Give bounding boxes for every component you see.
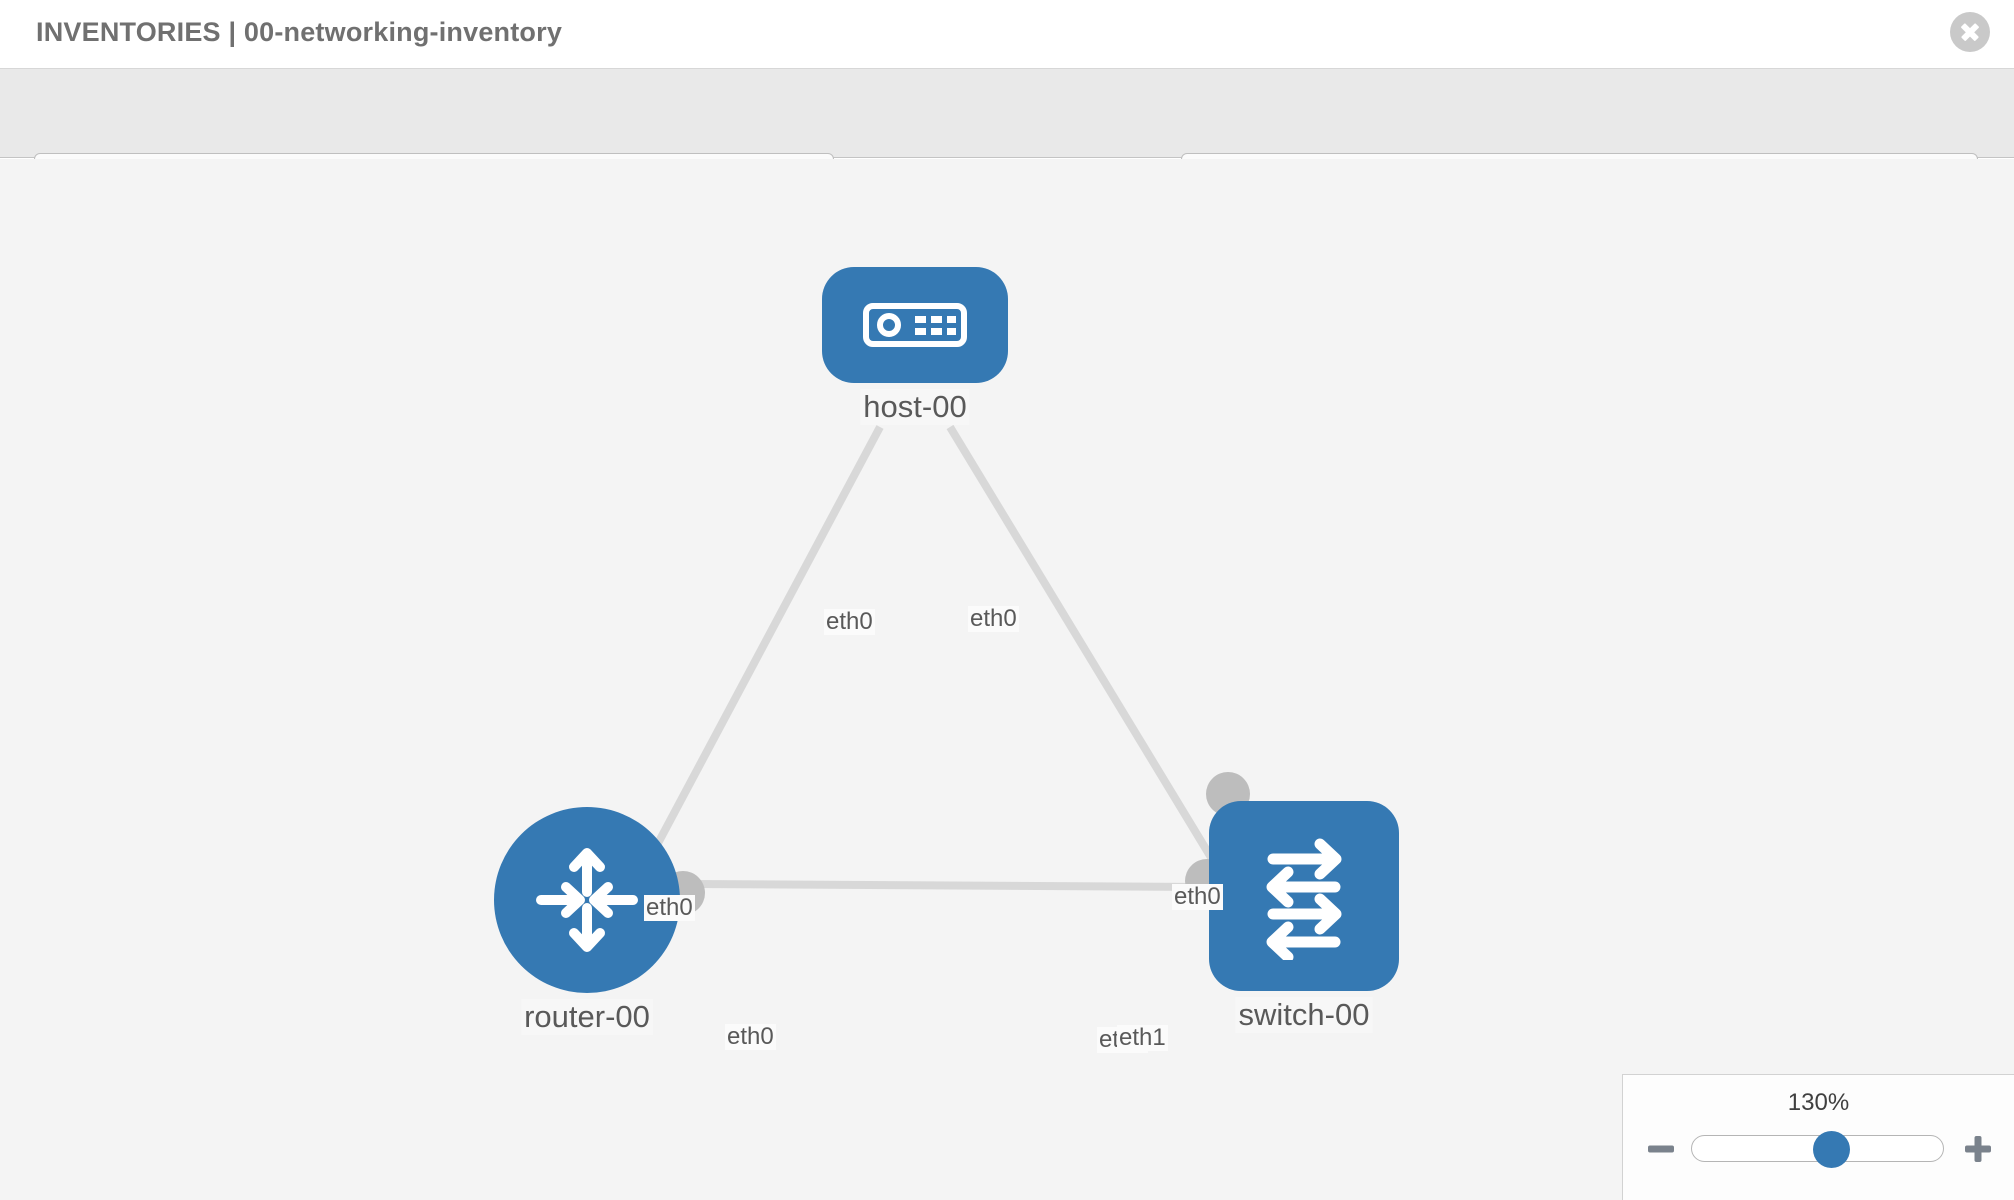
node-host-00[interactable]: host-00 (822, 267, 1008, 427)
edge-label-host-switch: eth0 (968, 605, 1019, 633)
node-label-router-00: router-00 (521, 999, 653, 1035)
node-label-host-00: host-00 (860, 389, 970, 425)
topology-canvas[interactable]: host-00 (0, 159, 2014, 1200)
topology-edges (636, 424, 1219, 891)
four-way-arrows-icon (536, 848, 638, 952)
node-switch-00[interactable]: switch-00 (1209, 801, 1399, 1047)
switch-node-shape[interactable] (1209, 801, 1399, 991)
node-router-00[interactable]: router-00 (494, 807, 680, 1047)
edge-label-host-router: eth0 (824, 608, 875, 636)
zoom-percent-label: 130% (1787, 1089, 1850, 1116)
close-icon[interactable] (1950, 12, 1990, 52)
zoom-slider-thumb[interactable] (1812, 1131, 1850, 1168)
node-label-switch-00: switch-00 (1235, 997, 1373, 1033)
edge-label-router-host: eth0 (644, 894, 695, 922)
edge-host-router (636, 425, 884, 879)
edge-router-switch (689, 880, 1201, 891)
host-node-shape[interactable] (822, 267, 1008, 383)
bidirectional-arrows-icon (1266, 838, 1342, 960)
zoom-slider-track[interactable] (1691, 1131, 1944, 1168)
zoom-in-button[interactable] (1960, 1131, 1996, 1167)
page-header: INVENTORIES | 00-networking-inventory (0, 0, 2014, 69)
edge-label-switch-host: eth0 (1172, 883, 1223, 911)
edge-host-switch (946, 424, 1219, 867)
zoom-control-panel: 130% (1622, 1074, 2014, 1200)
toolbar: ACTIONS SEARCH (0, 69, 2014, 211)
router-node-shape[interactable] (494, 807, 680, 993)
edge-label-router-switch: eth0 (725, 1023, 776, 1051)
zoom-out-button[interactable] (1643, 1131, 1679, 1167)
server-device-icon (863, 303, 967, 347)
edge-label-switch-router-eth1: eth1 (1117, 1024, 1168, 1052)
page-title: INVENTORIES | 00-networking-inventory (36, 17, 563, 47)
